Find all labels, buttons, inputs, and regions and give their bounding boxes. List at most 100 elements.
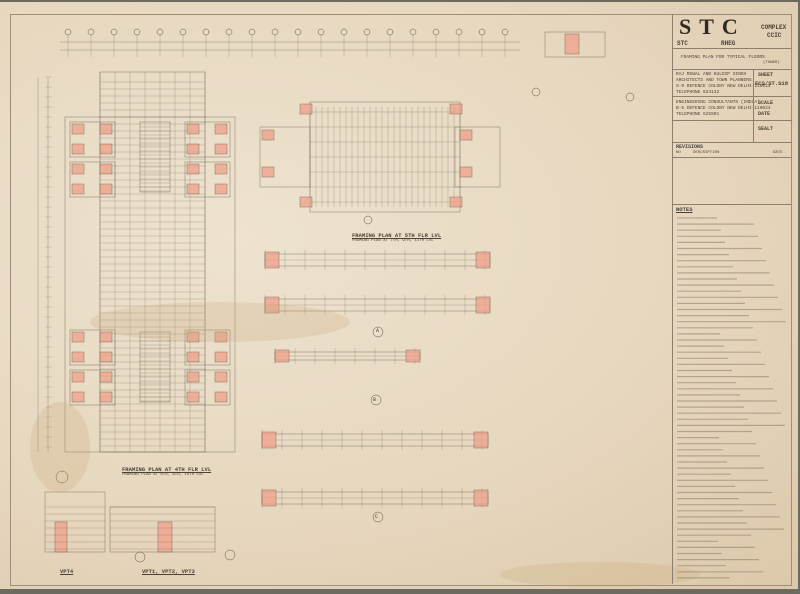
logo-right-1: COMPLEX bbox=[761, 24, 787, 31]
core-block bbox=[184, 121, 231, 158]
grid-bubble bbox=[225, 28, 233, 36]
column bbox=[71, 123, 85, 135]
grid-bubble bbox=[625, 92, 635, 102]
column bbox=[261, 129, 275, 141]
grid-bubble bbox=[317, 28, 325, 36]
column bbox=[71, 331, 85, 343]
rev-col-no: NO bbox=[676, 151, 681, 155]
grid-bubble bbox=[133, 28, 141, 36]
grid-bubble bbox=[455, 28, 463, 36]
column bbox=[261, 166, 275, 178]
stair-core bbox=[139, 121, 171, 193]
title-block-line: B-5 DEFENCE COLONY NEW DELHI-110024 bbox=[676, 106, 771, 111]
core-block bbox=[184, 329, 231, 366]
drawing-subtitle: (TOWER) bbox=[763, 61, 780, 65]
section-b-marker: B bbox=[373, 397, 377, 403]
grid-bubble bbox=[110, 28, 118, 36]
grid-bubble bbox=[179, 28, 187, 36]
column bbox=[459, 129, 473, 141]
rev-col-date: DATE bbox=[773, 151, 783, 155]
column bbox=[186, 391, 200, 403]
beam-elevation-b bbox=[274, 348, 421, 364]
title-block-line: S-9 DEFENCE COLONY NEW DELHI-110024 bbox=[676, 84, 771, 89]
column bbox=[71, 371, 85, 383]
plan-4th-floor bbox=[37, 71, 236, 453]
detail-right-label: VPT1, VPT2, VPT3 bbox=[142, 568, 195, 575]
column bbox=[449, 103, 463, 115]
beam-elevation-c2 bbox=[261, 488, 489, 508]
revisions-label: REVISIONS bbox=[676, 144, 704, 150]
column-details bbox=[44, 470, 236, 563]
grid-bubble bbox=[409, 28, 417, 36]
column bbox=[186, 371, 200, 383]
title-block-line: RAJ REWAL AND KULDIP SINGH bbox=[676, 72, 747, 77]
column bbox=[299, 103, 313, 115]
title-block-line: TELEPHONE 625501 bbox=[676, 112, 720, 117]
column bbox=[214, 331, 228, 343]
section-bubble-a bbox=[372, 326, 384, 338]
section-a-marker: A bbox=[376, 328, 380, 334]
paper-stain bbox=[30, 402, 90, 492]
grid-axis-top bbox=[60, 28, 520, 57]
column bbox=[214, 391, 228, 403]
title-block-line: ARCHITECTS AND TOWN PLANNERS bbox=[676, 78, 752, 83]
detail-left-label: VPT4 bbox=[60, 568, 74, 575]
column bbox=[186, 351, 200, 363]
column bbox=[186, 143, 200, 155]
scale-label: SCALE bbox=[758, 100, 774, 106]
column bbox=[475, 296, 491, 314]
core-block bbox=[69, 121, 116, 158]
beam-elevation-c1 bbox=[261, 430, 489, 450]
column bbox=[564, 33, 580, 55]
column bbox=[299, 196, 313, 208]
column bbox=[214, 123, 228, 135]
logo-stc: STC bbox=[679, 14, 746, 39]
grid-bubble bbox=[386, 28, 394, 36]
logo-sub-mid: RHEG bbox=[721, 40, 736, 47]
column bbox=[99, 331, 113, 343]
column bbox=[186, 183, 200, 195]
column bbox=[405, 349, 421, 363]
column bbox=[186, 123, 200, 135]
notes-label: NOTES bbox=[676, 206, 693, 213]
column bbox=[99, 163, 113, 175]
grid-bubble bbox=[248, 28, 256, 36]
plan-left-subtitle: FRAMING PLAN AT 6TH, 8TH, 10TH LVL bbox=[122, 473, 204, 477]
column bbox=[449, 196, 463, 208]
grid-bubble bbox=[432, 28, 440, 36]
column bbox=[157, 521, 173, 553]
column bbox=[99, 351, 113, 363]
section-c-marker: C bbox=[375, 514, 379, 520]
column bbox=[71, 391, 85, 403]
column bbox=[274, 349, 290, 363]
column bbox=[71, 183, 85, 195]
column bbox=[214, 143, 228, 155]
sheet-border bbox=[10, 14, 792, 586]
column bbox=[214, 183, 228, 195]
grid-bubble bbox=[271, 28, 279, 36]
beam-elevation-a2 bbox=[264, 295, 491, 315]
grid-bubble bbox=[340, 28, 348, 36]
grid-bubble bbox=[134, 551, 146, 563]
core-block bbox=[69, 369, 116, 406]
core-block bbox=[184, 369, 231, 406]
column bbox=[214, 163, 228, 175]
grid-bubble bbox=[64, 28, 72, 36]
column bbox=[71, 351, 85, 363]
plan-top-subtitle: FRAMING PLAN AT 7TH, 9TH, 11TH LVL bbox=[352, 239, 434, 243]
grid-bubble bbox=[55, 470, 69, 484]
paper-stain bbox=[500, 562, 700, 587]
notes-text-lines bbox=[677, 217, 786, 579]
title-block: STC STC RHEG COMPLEX CCIC FRAMING PLAN F… bbox=[672, 14, 791, 584]
column bbox=[186, 163, 200, 175]
drawing-rect bbox=[544, 31, 606, 58]
column bbox=[71, 163, 85, 175]
logo-sub-left: STC bbox=[677, 40, 688, 47]
grid-bubble bbox=[531, 87, 541, 97]
rev-col-desc: DESCRIPTION bbox=[693, 151, 720, 155]
engineers-block: ENGINEERING CONSULTANTS (INDIA)B-5 DEFEN… bbox=[676, 100, 771, 118]
plan-5th-floor bbox=[259, 101, 501, 225]
column bbox=[99, 371, 113, 383]
paper-stain bbox=[90, 302, 350, 342]
